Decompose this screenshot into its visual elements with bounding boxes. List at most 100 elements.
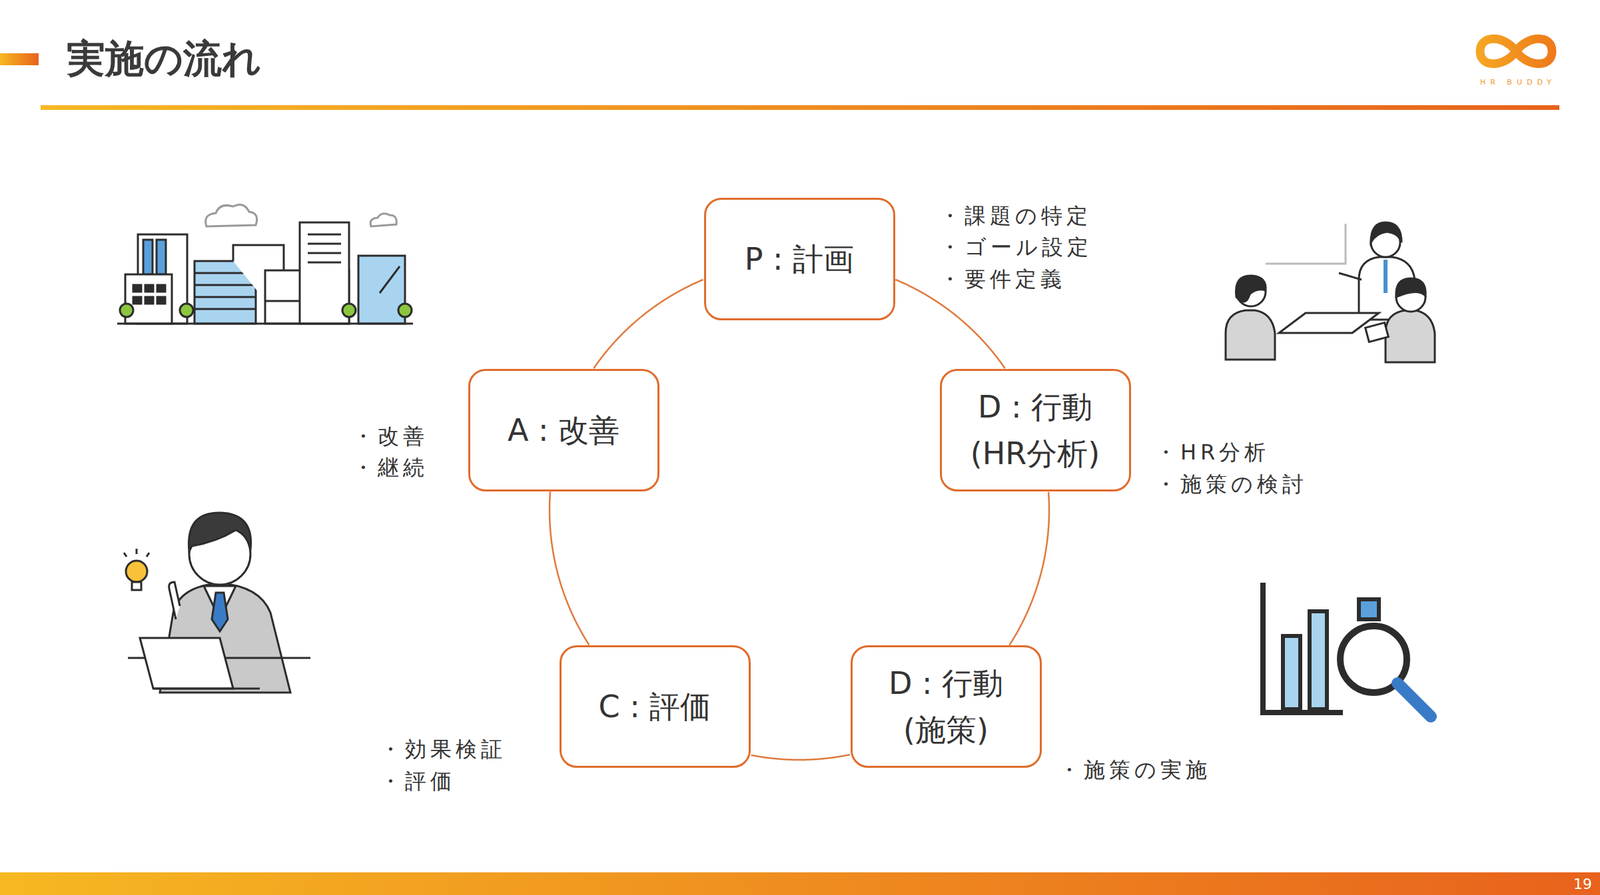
analysis-icon — [1262, 582, 1431, 717]
floor-line — [307, 243, 342, 246]
bullet-note-holder: ・施策の検討 — [1155, 470, 1308, 500]
spark — [146, 552, 150, 557]
process-box: D : 行動(HR分析) — [939, 369, 1132, 492]
whiteboard — [1265, 223, 1346, 264]
ground-line — [117, 323, 413, 326]
bullet-note: ・施策の実施 — [1058, 757, 1211, 783]
box-heading: D : 行動 — [977, 383, 1093, 431]
building-window — [156, 239, 166, 275]
building-window — [145, 285, 154, 292]
chart-axes — [1262, 582, 1343, 713]
process-box: C : 評価 — [559, 645, 751, 769]
cloud — [205, 204, 258, 227]
building-window — [133, 297, 142, 304]
magnifier-handle — [1397, 683, 1431, 717]
bullet-note-holder: ・HR分析 — [1155, 438, 1270, 468]
box-heading: C : 評価 — [598, 683, 712, 731]
bullet-note-holder: ・施策の実施 — [1058, 756, 1211, 786]
laptop-base — [153, 688, 260, 691]
chart-bar — [1358, 599, 1379, 620]
page-number-holder: 19 — [1573, 875, 1593, 893]
bullet-note-holder: ・効果検証 — [379, 735, 507, 765]
building-window — [143, 239, 153, 275]
bullet-note-holder: ・改善 — [352, 422, 429, 452]
process-box: D : 行動(施策) — [850, 645, 1042, 769]
meeting-illustration — [1225, 222, 1435, 363]
page-number: 19 — [1573, 875, 1593, 893]
bullet-note: ・ゴール設定 — [939, 234, 1093, 260]
light-bulb-base — [131, 582, 142, 591]
bullet-note: ・効果検証 — [379, 736, 507, 763]
floor-line — [307, 252, 342, 255]
cycle-connector — [751, 754, 850, 761]
bullet-note: ・継続 — [352, 454, 429, 481]
seated-man-hair — [1396, 278, 1426, 298]
building — [358, 255, 405, 324]
building — [125, 274, 172, 324]
bullet-note: ・要件定義 — [939, 266, 1066, 292]
building-window — [133, 285, 142, 292]
seated-man — [1385, 310, 1435, 363]
floor-line — [307, 233, 342, 236]
tie — [211, 592, 228, 632]
cycle-connector — [895, 279, 1005, 369]
hair — [188, 512, 251, 552]
box-heading: D : 行動 — [888, 660, 1004, 707]
bullet-note: ・HR分析 — [1155, 439, 1270, 465]
title-marker — [0, 53, 39, 66]
seated-woman-hair — [1236, 275, 1267, 302]
spark — [123, 552, 127, 557]
tree — [398, 303, 412, 318]
logo-infinity — [1480, 38, 1553, 64]
process-box: A : 改善 — [468, 369, 660, 492]
cycle-connector — [549, 491, 589, 645]
seated-woman — [1225, 310, 1275, 360]
floor-line — [194, 308, 256, 311]
bullet-note-holder: ・要件定義 — [939, 265, 1066, 295]
tree — [342, 303, 356, 318]
bullet-note: ・評価 — [379, 768, 456, 795]
tree — [119, 303, 134, 318]
tree — [179, 303, 194, 318]
box-heading: A : 改善 — [507, 406, 620, 454]
floor-line — [194, 284, 256, 287]
presenter-hair — [1370, 222, 1402, 243]
laptop — [139, 638, 234, 689]
slide-title: 実施の流れ — [66, 33, 262, 86]
logo-wordmark: HR BUDDY — [1480, 77, 1557, 87]
presenter-tie — [1383, 259, 1388, 294]
header-rule — [40, 105, 1560, 110]
floor-line — [307, 261, 342, 264]
light-bulb — [125, 560, 148, 583]
city-illustration — [117, 204, 413, 324]
bullet-note-holder: ・課題の特定 — [939, 201, 1092, 232]
businessman-illustration — [123, 512, 311, 693]
bullet-note: ・施策の検討 — [1155, 471, 1308, 497]
cycle-connector — [593, 279, 703, 369]
cloud — [370, 213, 397, 227]
table — [1278, 313, 1379, 334]
footer-band — [0, 872, 1600, 895]
spark — [135, 548, 138, 555]
box-heading: P : 計画 — [744, 235, 854, 283]
floor-line — [194, 296, 256, 299]
document — [1365, 322, 1389, 342]
building-window — [157, 297, 166, 304]
cycle-connector — [1009, 492, 1050, 646]
bullet-note-holder: ・評価 — [379, 767, 456, 797]
bullet-note-holder: ・ゴール設定 — [939, 233, 1093, 263]
bullet-note: ・改善 — [352, 423, 429, 449]
pointing-hand — [169, 582, 180, 620]
bullet-note-holder: ・継続 — [352, 453, 429, 483]
logo-wordmark-holder: HR BUDDY — [1480, 74, 1557, 88]
building-window — [145, 297, 154, 304]
process-box: P : 計画 — [704, 197, 896, 321]
bullet-note: ・課題の特定 — [939, 203, 1092, 229]
building-window — [157, 285, 166, 292]
box-subheading: (施策) — [903, 706, 989, 754]
presenter-arm — [1338, 273, 1362, 280]
chart-bar — [1282, 636, 1301, 710]
